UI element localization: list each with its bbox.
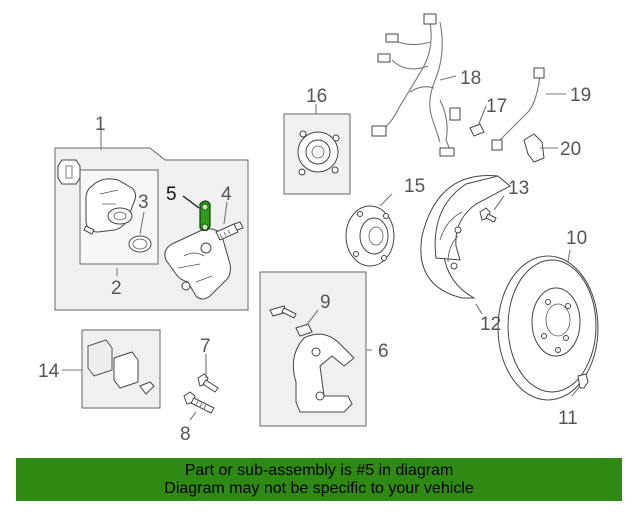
callout-18: 18 <box>460 68 481 89</box>
callout-12: 12 <box>480 314 501 335</box>
abs-sensor-harness <box>371 13 461 157</box>
brake-pad-outer <box>113 351 139 389</box>
pad-clip <box>139 381 155 395</box>
brake-rotor <box>497 255 599 401</box>
caliper-assembly-group <box>54 147 249 311</box>
callout-8: 8 <box>180 424 191 445</box>
callout-16: 16 <box>306 86 327 107</box>
seal-ring <box>128 235 152 253</box>
callout-13: 13 <box>508 178 529 199</box>
guide-pin <box>215 223 239 241</box>
brake-pads-group <box>81 329 161 409</box>
brake-hose <box>491 67 545 151</box>
callout-2: 2 <box>111 278 122 299</box>
callout-5: 5 <box>166 184 177 205</box>
callout-1: 1 <box>95 114 106 135</box>
part-5-guide-bracket <box>199 200 211 232</box>
callout-4: 4 <box>221 184 232 205</box>
callout-14: 14 <box>38 361 60 382</box>
callout-3: 3 <box>138 192 149 213</box>
callout-19: 19 <box>570 85 591 106</box>
wheel-hub <box>345 205 395 267</box>
info-banner: Part or sub-assembly is #5 in diagram Di… <box>16 458 622 501</box>
brake-pad-inner <box>87 339 113 377</box>
guide-pin-9 <box>295 323 313 337</box>
callout-10: 10 <box>566 228 587 249</box>
callout-labels: 1 2 3 4 5 6 7 8 9 10 11 12 13 14 15 16 1… <box>38 68 591 445</box>
leader-lines <box>62 75 581 421</box>
wheel-bearing-group <box>283 113 351 195</box>
caliper-bracket-group <box>259 271 367 427</box>
bolt-8 <box>183 391 215 414</box>
hose-bracket <box>523 133 545 163</box>
callout-15: 15 <box>404 176 425 197</box>
bolt-7 <box>197 373 219 393</box>
callout-9: 9 <box>320 292 331 313</box>
caliper-bracket <box>292 333 355 413</box>
banner-line-1: Part or sub-assembly is #5 in diagram <box>184 461 454 479</box>
wear-sensor <box>469 123 485 137</box>
splash-shield <box>420 175 511 299</box>
brake-parts-diagram: 1 2 3 4 5 6 7 8 9 10 11 12 13 14 15 16 1… <box>38 13 599 445</box>
callout-11: 11 <box>558 408 578 429</box>
callout-20: 20 <box>560 139 581 160</box>
callout-17: 17 <box>486 96 507 117</box>
callout-6: 6 <box>378 341 389 362</box>
bleeder-cap <box>57 159 81 185</box>
banner-line-2: Diagram may not be specific to your vehi… <box>164 479 474 497</box>
callout-7: 7 <box>200 336 211 357</box>
